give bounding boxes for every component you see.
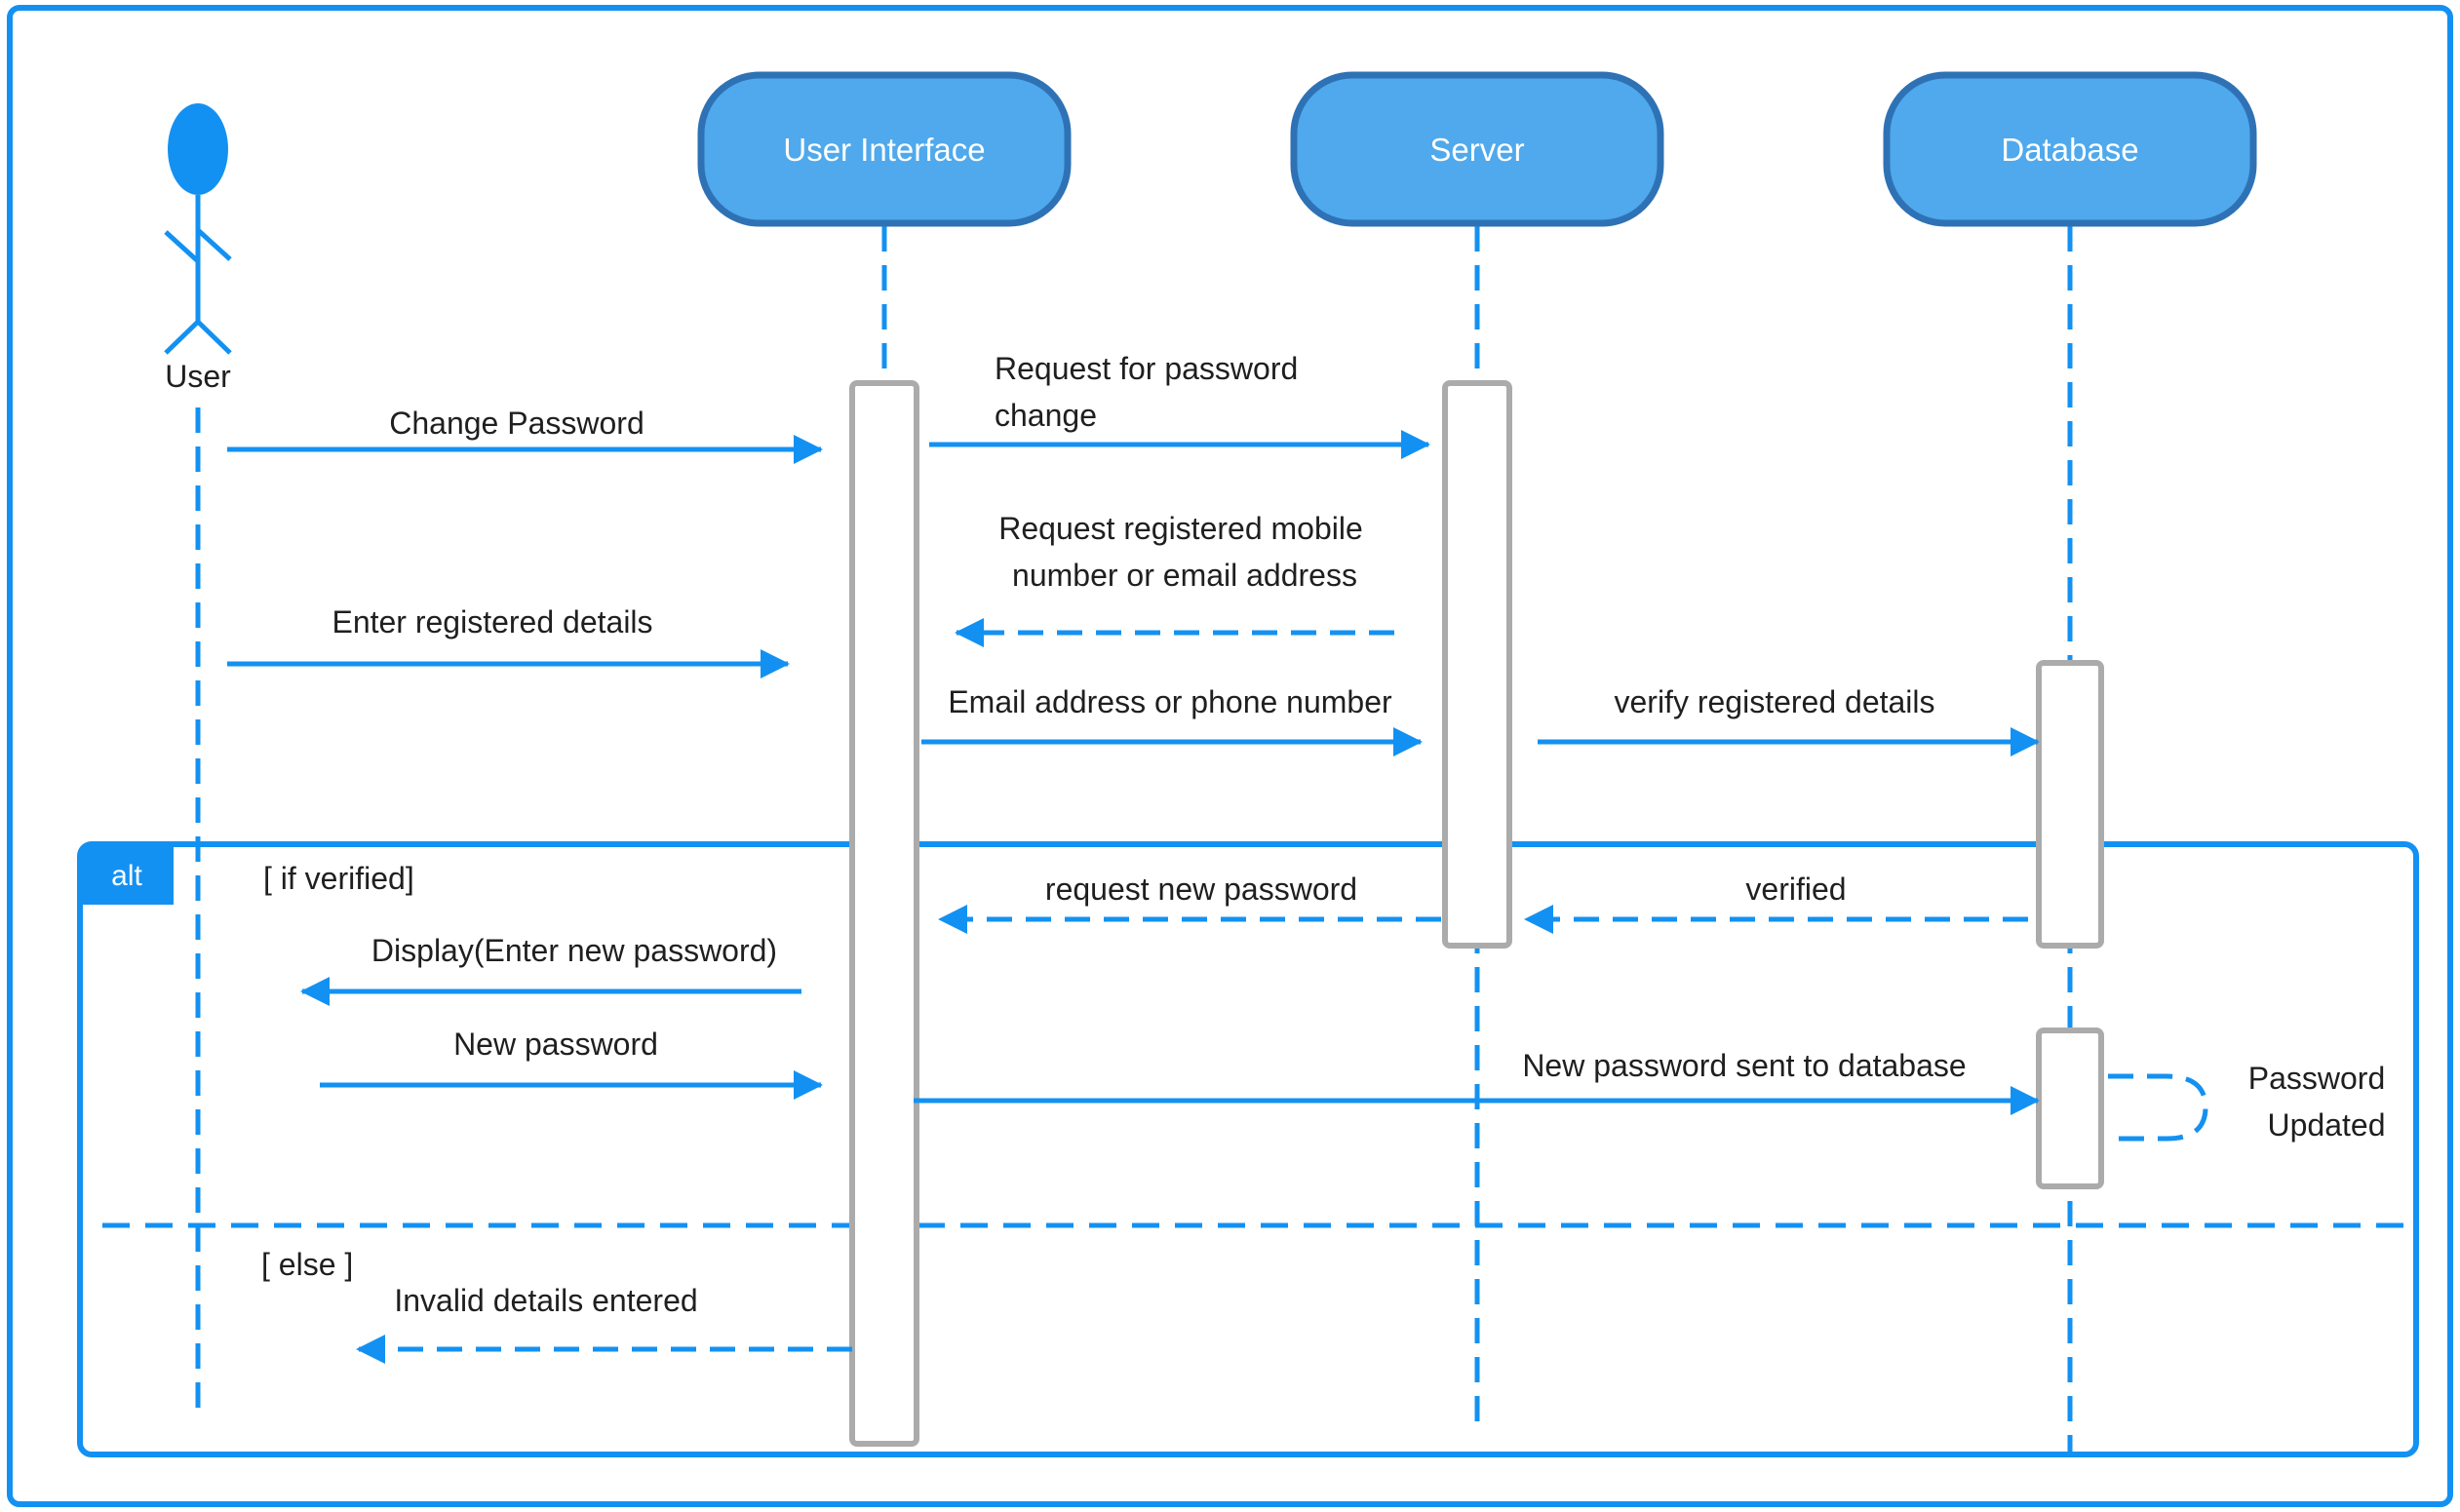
msg-verify-registered-label: verify registered details [1614, 684, 1934, 719]
msg-password-updated-label-2: Updated [2268, 1107, 2386, 1143]
server-participant-box [1290, 71, 1664, 227]
database-activation-verify [2036, 660, 2104, 949]
database-participant-label: Database [2001, 132, 2138, 168]
alt-guard-else: [ else ] [261, 1247, 353, 1282]
msg-request-registered-label-1: Request registered mobile [998, 511, 1363, 546]
msg-change-password-label: Change Password [389, 406, 644, 441]
msg-new-password-label: New password [453, 1027, 658, 1062]
msg-email-phone-label: Email address or phone number [948, 684, 1392, 719]
alt-operator-tab [80, 844, 174, 905]
msg-enter-registered-label: Enter registered details [332, 604, 652, 640]
alt-fragment [77, 841, 2419, 1457]
user-actor-icon [164, 103, 232, 355]
msg-request-new-password-label: request new password [1045, 872, 1357, 907]
msg-password-updated-self-arrow [2108, 1073, 2208, 1142]
alt-operator-label: alt [111, 860, 142, 892]
alt-guard-if: [ if verified] [263, 861, 414, 896]
user-actor-label: User [165, 359, 231, 394]
ui-activation [849, 380, 919, 1447]
server-activation [1442, 380, 1512, 949]
msg-new-password-sent-label: New password sent to database [1522, 1048, 1966, 1083]
database-participant-box [1883, 71, 2257, 227]
diagram-frame [7, 5, 2453, 1507]
database-activation-update [2036, 1027, 2104, 1189]
msg-invalid-details-label: Invalid details entered [394, 1283, 697, 1318]
msg-display-enter-new-label: Display(Enter new password) [371, 933, 777, 968]
ui-participant-label: User Interface [783, 132, 985, 168]
server-participant-label: Server [1429, 132, 1524, 168]
ui-participant-box [697, 71, 1072, 227]
msg-request-change-label-1: Request for password [995, 351, 1298, 386]
msg-verified-label: verified [1745, 872, 1846, 907]
msg-request-change-label-2: change [995, 398, 1097, 433]
msg-request-registered-label-2: number or email address [1012, 558, 1357, 593]
msg-password-updated-label-1: Password [2248, 1061, 2386, 1096]
